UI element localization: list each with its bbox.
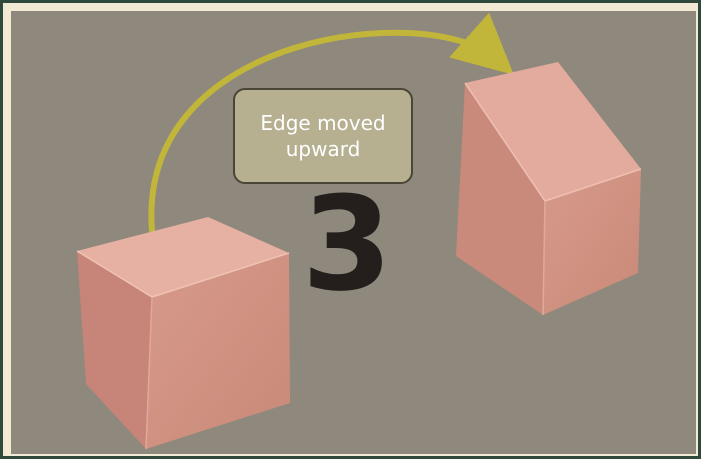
move-arrow: [148, 12, 514, 234]
right-cube: [456, 62, 642, 316]
edge-label-line-2: upward: [285, 137, 361, 161]
step-number: 3: [301, 168, 393, 320]
inner-frame: Edge moved upward 3: [3, 3, 698, 456]
edge-label-box: Edge moved upward: [233, 88, 413, 184]
diagram-canvas: Edge moved upward 3: [11, 11, 696, 454]
diagram-scene: [76, 12, 642, 450]
edge-label-line-1: Edge moved: [260, 111, 386, 135]
left-cube: [76, 217, 290, 450]
